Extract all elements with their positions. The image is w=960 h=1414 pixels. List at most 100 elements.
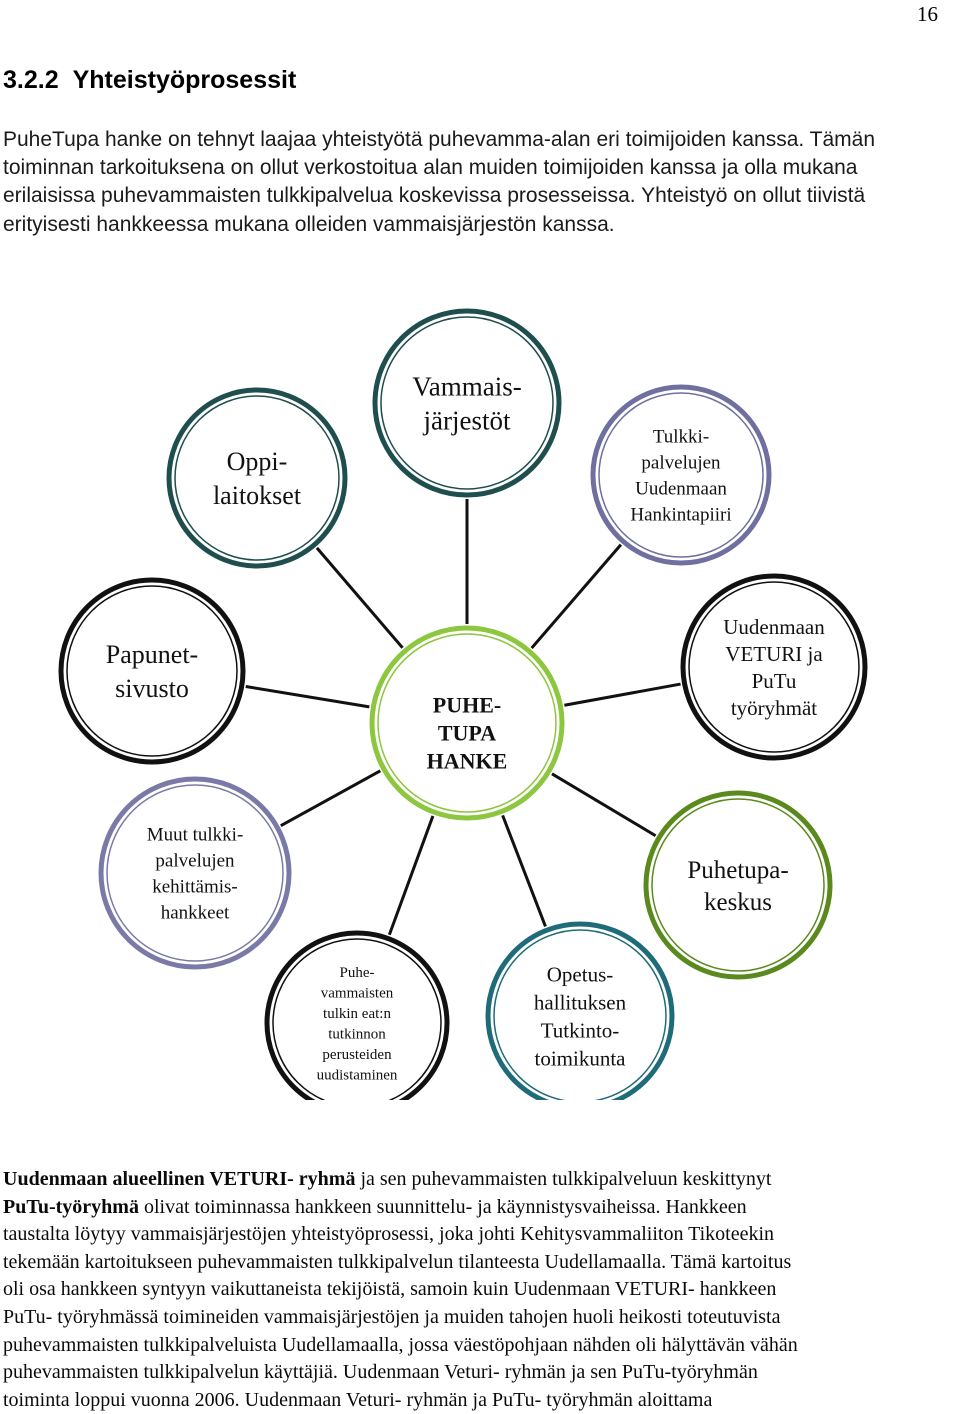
intro-line: PuheTupa hanke on tehnyt laajaa yhteisty… bbox=[3, 128, 876, 151]
node-papunet-ring-outer bbox=[58, 577, 246, 765]
node-veturi-ring-inner bbox=[688, 581, 860, 753]
body-line: PuTu- työryhmässä toimineiden vammaisjär… bbox=[3, 1304, 953, 1332]
body-bold-text: PuTu-työryhmä bbox=[3, 1195, 139, 1218]
node-opetushallitus-label-line: Tutkinto- bbox=[541, 1018, 620, 1042]
node-tulkinkoulutus-label: Puhe-vammaisten tulkin eat:n tutkinnon peru… bbox=[317, 965, 398, 1084]
body-text: taustalta löytyy vammaisjärjestöjen yhte… bbox=[3, 1223, 775, 1246]
node-tulkkipalvelujen-label-line: Hankintapiiri bbox=[630, 505, 731, 526]
connector-group bbox=[245, 499, 681, 936]
node-tulkkipalvelujen-ring-outer bbox=[590, 384, 772, 566]
node-puhetupakeskus-label-line: Puhetupa- bbox=[687, 857, 788, 884]
section-heading: 3.2.2 Yhteistyöprosessit bbox=[3, 66, 296, 95]
body-text: PuTu- työryhmässä toimineiden vammaisjär… bbox=[3, 1305, 781, 1328]
connector-puhetupakeskus bbox=[551, 772, 657, 838]
section-number: 3.2.2 bbox=[3, 66, 59, 94]
collaboration-diagram: PUHE- TUPA HANKE Oppi-laitokset Vammais-järj… bbox=[58, 308, 868, 1100]
connector-veturi bbox=[564, 682, 681, 707]
node-opetushallitus-ring-inner bbox=[493, 929, 667, 1100]
node-tulkkipalvelujen-label-line: Tulkki- bbox=[653, 427, 709, 448]
page-number: 16 bbox=[917, 2, 938, 26]
body-line: Uudenmaan alueellinen VETURI- ryhmä ja s… bbox=[3, 1166, 953, 1194]
connector-tulkkipalvelujen bbox=[530, 543, 623, 650]
node-opetushallitus-label-line: toimikunta bbox=[535, 1046, 627, 1070]
body-line: oli osa hankkeen syntyyn vaikuttaneista … bbox=[3, 1276, 953, 1304]
body-line: PuTu-työryhmä olivat toiminnassa hankkee… bbox=[3, 1194, 953, 1222]
node-opetushallitus-label-line: hallituksen bbox=[534, 990, 627, 1014]
intro-line: erilaisissa puhevammaisten tulkkipalvelu… bbox=[3, 184, 866, 208]
body-paragraph: Uudenmaan alueellinen VETURI- ryhmä ja s… bbox=[3, 1166, 953, 1414]
node-puhetupakeskus-label: Puhetupa-keskus bbox=[687, 857, 788, 916]
node-muut-ring-inner bbox=[106, 784, 284, 962]
node-vammaisjarjestot-ring-outer bbox=[372, 308, 562, 498]
node-vammaisjarjestot-label-line: järjestöt bbox=[423, 405, 511, 435]
body-bold-text: Uudenmaan alueellinen VETURI- ryhmä bbox=[3, 1168, 356, 1190]
center-node-ring-outer bbox=[369, 625, 565, 821]
center-node-label-line: PUHE- bbox=[433, 693, 501, 718]
node-papunet-label-line: sivusto bbox=[115, 674, 189, 703]
connector-tulkinkoulutus bbox=[387, 815, 435, 936]
node-opetushallitus-label-line: Opetus- bbox=[547, 962, 614, 986]
node-veturi-ring-outer bbox=[680, 573, 868, 761]
node-oppilaitokset-label: Oppi-laitokset bbox=[213, 447, 302, 510]
body-line: taustalta löytyy vammaisjärjestöjen yhte… bbox=[3, 1221, 953, 1249]
body-text: ja sen puhevammaisten tulkkipalveluun ke… bbox=[355, 1168, 772, 1190]
connector-muut bbox=[280, 769, 382, 827]
node-tulkkipalvelujen-label-line: Uudenmaan bbox=[635, 479, 727, 500]
node-oppilaitokset-label-line: laitokset bbox=[213, 481, 302, 510]
node-muut-label-line: hankkeet bbox=[161, 903, 230, 924]
center-node-label-line: TUPA bbox=[438, 721, 496, 746]
node-muut-label-line: palvelujen bbox=[155, 851, 235, 872]
node-vammaisjarjestot-ring-inner bbox=[380, 316, 554, 490]
body-text: oli osa hankkeen syntyyn vaikuttaneista … bbox=[3, 1278, 777, 1301]
node-tulkinkoulutus-label-line: vammaisten bbox=[321, 986, 394, 1002]
node-veturi-label-line: VETURI ja bbox=[725, 642, 823, 666]
node-tulkinkoulutus-ring-inner bbox=[272, 938, 442, 1100]
body-line: toiminta loppui vuonna 2006. Uudenmaan V… bbox=[3, 1387, 953, 1414]
node-muut-ring-outer bbox=[98, 776, 292, 970]
connector-papunet bbox=[245, 684, 370, 709]
node-puhetupakeskus-ring-inner bbox=[651, 798, 825, 972]
node-papunet-label-line: Papunet- bbox=[106, 640, 198, 669]
section-title: Yhteistyöprosessit bbox=[72, 66, 297, 94]
node-veturi-label-line: Uudenmaan bbox=[723, 615, 825, 639]
body-line: tekemään kartoitukseen puhevammaisten tu… bbox=[3, 1249, 953, 1277]
intro-paragraph: PuheTupa hanke on tehnyt laajaa yhteisty… bbox=[3, 126, 948, 239]
intro-line: erityisesti hankkeessa mukana olleiden v… bbox=[3, 212, 615, 236]
body-text: olivat toiminnassa hankkeen suunnittelu-… bbox=[138, 1195, 747, 1218]
node-oppilaitokset-ring-inner bbox=[174, 395, 340, 561]
node-papunet-label: Papunet-sivusto bbox=[106, 640, 198, 703]
node-tulkinkoulutus-ring-outer bbox=[264, 930, 450, 1100]
node-tulkinkoulutus-label-line: uudistaminen bbox=[317, 1068, 398, 1084]
node-muut-label-line: kehittämis- bbox=[152, 877, 237, 898]
node-papunet-ring-inner bbox=[66, 585, 238, 757]
center-node-ring-inner bbox=[377, 633, 557, 813]
node-puhetupakeskus-ring-outer bbox=[643, 790, 833, 980]
body-text: puhevammaisten tulkkipalvelun käyttäjiä.… bbox=[3, 1361, 758, 1384]
intro-line: toiminnan tarkoituksena on ollut verkost… bbox=[3, 156, 858, 180]
node-opetushallitus-ring-outer bbox=[485, 921, 675, 1100]
center-node-label-line: HANKE bbox=[427, 749, 508, 774]
node-tulkinkoulutus-label-line: Puhe- bbox=[340, 965, 375, 981]
node-tulkkipalvelujen-ring-inner bbox=[598, 392, 764, 558]
body-text: toiminta loppui vuonna 2006. Uudenmaan V… bbox=[3, 1388, 713, 1411]
node-veturi-label-line: työryhmät bbox=[731, 696, 817, 720]
node-tulkinkoulutus-label-line: perusteiden bbox=[322, 1047, 392, 1063]
node-veturi-label-line: PuTu bbox=[752, 669, 797, 693]
node-puhetupakeskus-label-line: keskus bbox=[704, 889, 772, 916]
connector-oppilaitokset bbox=[315, 546, 404, 649]
body-line: puhevammaisten tulkkipalvelun käyttäjiä.… bbox=[3, 1359, 953, 1387]
connector-opetushallitus bbox=[501, 814, 547, 927]
node-vammaisjarjestot-label: Vammais-järjestöt bbox=[412, 371, 521, 435]
node-muut-label: Muut tulkki-palvelujen kehittämis-hankkee… bbox=[147, 825, 244, 924]
node-tulkinkoulutus-label-line: tutkinnon bbox=[328, 1027, 386, 1043]
node-vammaisjarjestot-label-line: Vammais- bbox=[412, 371, 521, 401]
node-oppilaitokset-label-line: Oppi- bbox=[227, 447, 288, 476]
node-muut-label-line: Muut tulkki- bbox=[147, 825, 244, 846]
body-text: puhevammaisten tulkkipalveluista Uudella… bbox=[3, 1333, 798, 1356]
node-tulkinkoulutus-label-line: tulkin eat:n bbox=[323, 1006, 391, 1022]
body-text: tekemään kartoitukseen puhevammaisten tu… bbox=[3, 1250, 792, 1273]
node-tulkkipalvelujen-label-line: palvelujen bbox=[641, 453, 721, 474]
